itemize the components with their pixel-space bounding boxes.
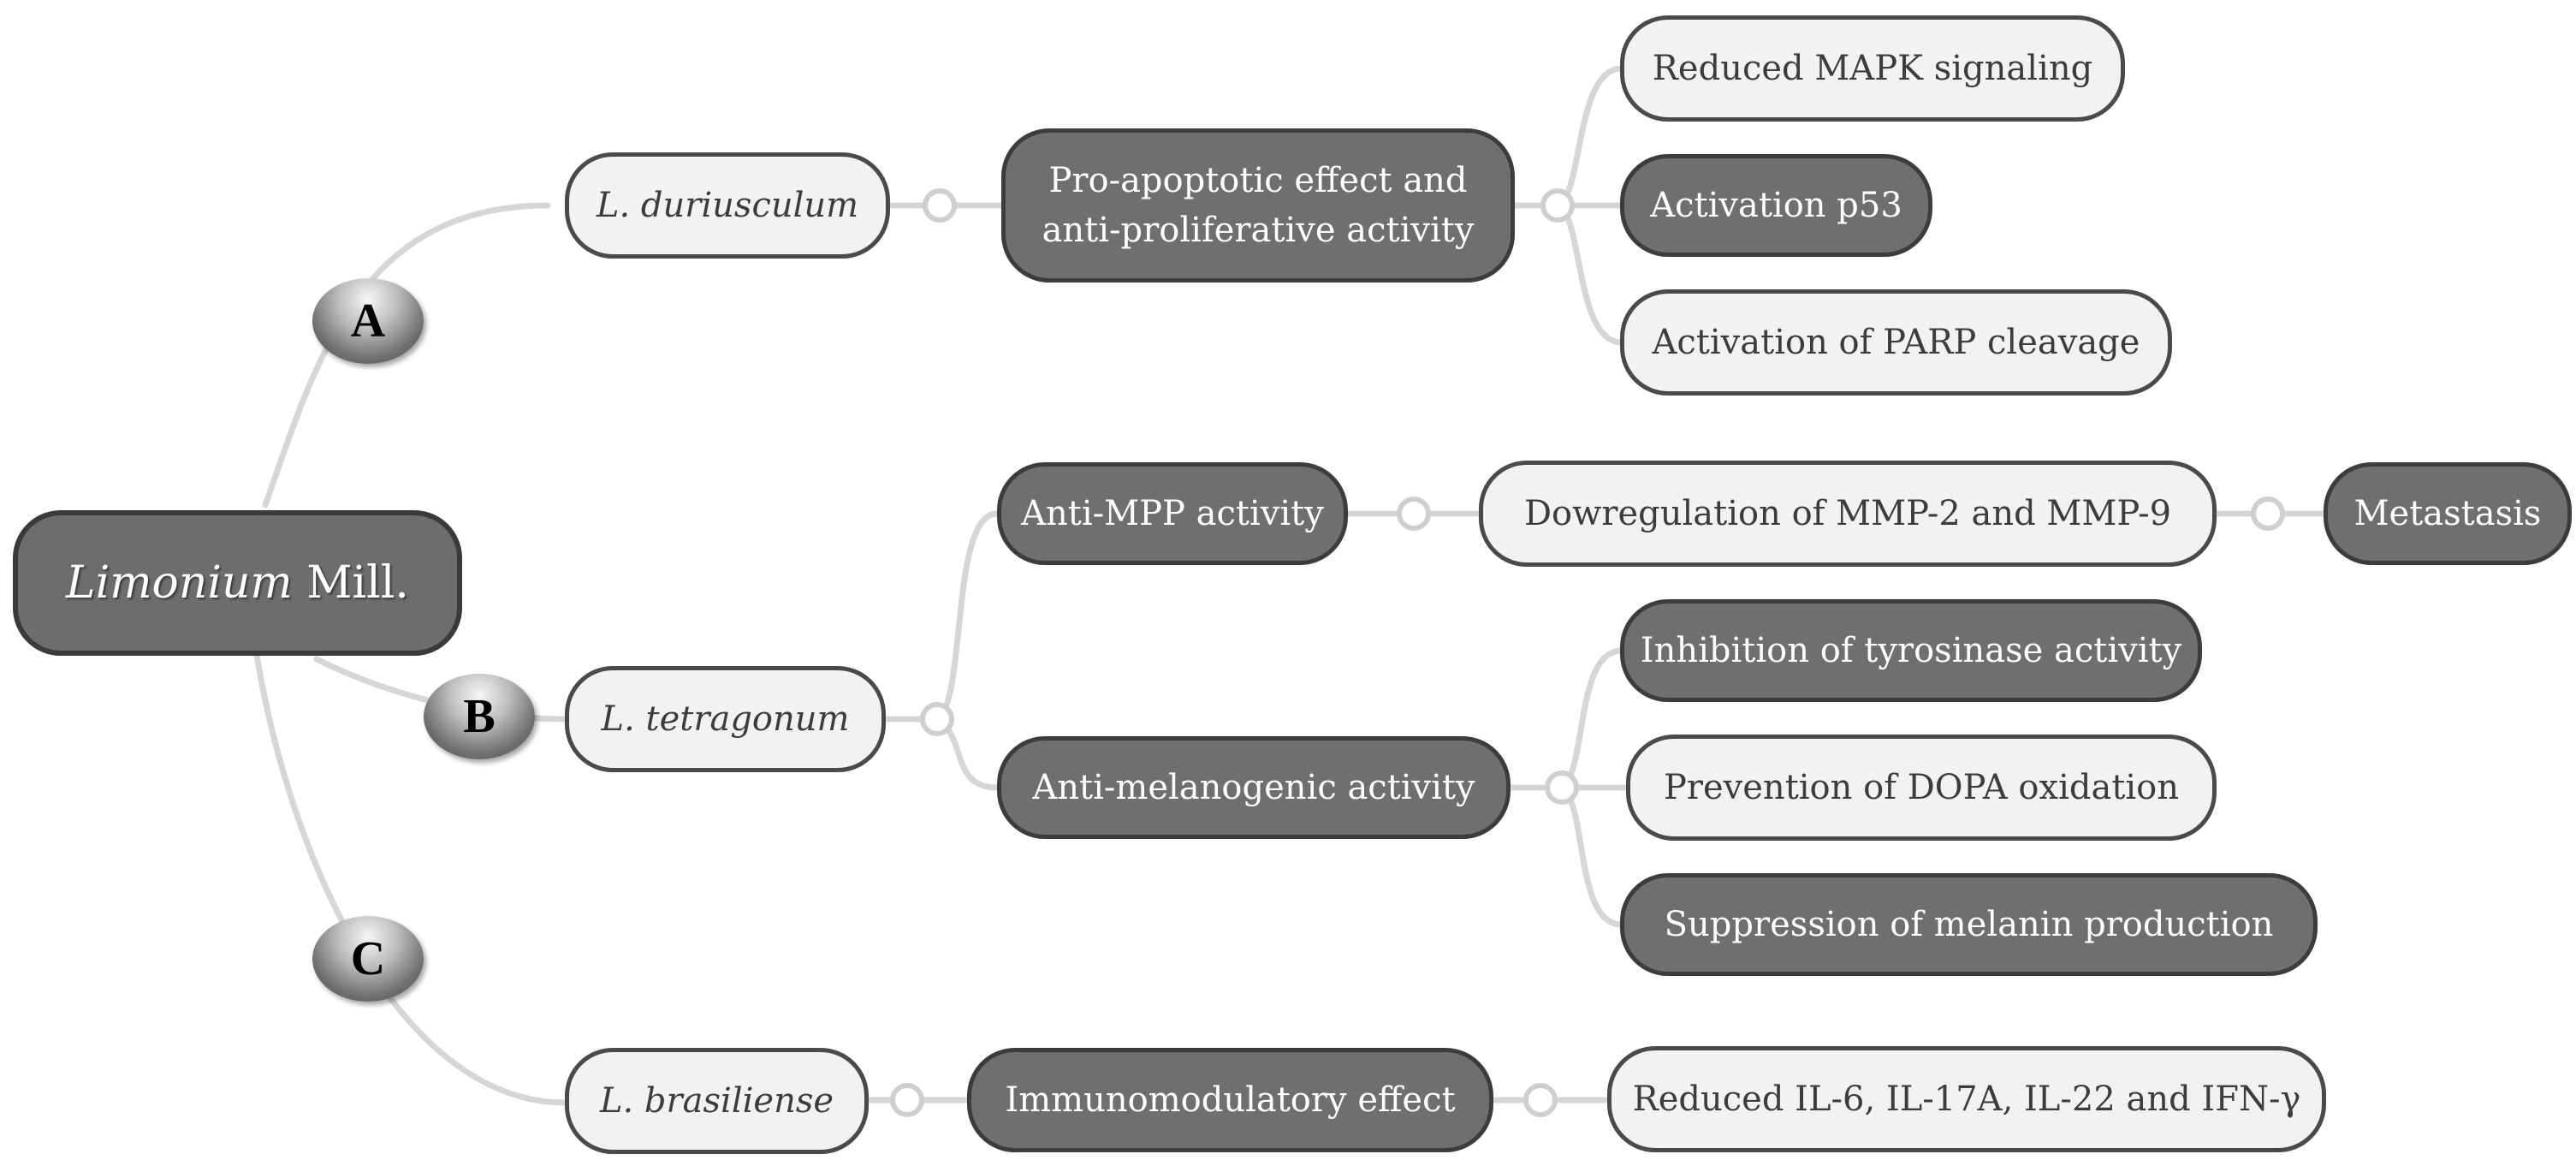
connector-node-c2 bbox=[1523, 1083, 1558, 1117]
species-a-node: L. duriusculum bbox=[565, 152, 890, 259]
outcome-prevention-dopa: Prevention of DOPA oxidation bbox=[1626, 735, 2217, 841]
connector-node-b1 bbox=[920, 702, 954, 736]
root-genus: Limonium bbox=[66, 557, 293, 609]
root-suffix: Mill. bbox=[306, 557, 409, 609]
connector-node-b3 bbox=[2251, 497, 2285, 531]
connector-node-c1 bbox=[890, 1083, 924, 1117]
badge-a: A bbox=[312, 278, 424, 364]
effect-a-node: Pro-apoptotic effect and anti-proliferat… bbox=[1001, 128, 1515, 283]
connector-node-a2 bbox=[1540, 188, 1575, 223]
connector-node-b4 bbox=[1545, 770, 1579, 805]
outcome-activation-p53: Activation p53 bbox=[1620, 154, 1932, 257]
outcome-activation-parp: Activation of PARP cleavage bbox=[1620, 289, 2172, 396]
outcome-reduced-il: Reduced IL-6, IL-17A, IL-22 and IFN-γ bbox=[1607, 1046, 2326, 1152]
outcome-suppression-melanin: Suppression of melanin production bbox=[1620, 873, 2318, 976]
effect-c-immunomodulatory: Immunomodulatory effect bbox=[967, 1048, 1493, 1152]
effect-b-anti-mpp: Anti-MPP activity bbox=[997, 462, 1348, 565]
badge-c: C bbox=[312, 916, 424, 1002]
connector-node-b2 bbox=[1397, 497, 1431, 531]
effect-b-anti-melanogenic: Anti-melanogenic activity bbox=[997, 736, 1511, 839]
connector-node-a1 bbox=[923, 188, 957, 223]
outcome-reduced-mapk: Reduced MAPK signaling bbox=[1620, 15, 2125, 122]
connector-b-split-antimpp bbox=[934, 510, 1000, 723]
effect-a-line1: Pro-apoptotic effect and bbox=[1048, 161, 1468, 200]
connector-a-outcome-mapk bbox=[1554, 65, 1625, 209]
species-b-node: L. tetragonum bbox=[565, 666, 886, 772]
outcome-dowregulation-mmp: Dowregulation of MMP-2 and MMP-9 bbox=[1479, 461, 2217, 567]
root-node: Limonium Mill. bbox=[13, 510, 462, 656]
effect-a-line2: anti-proliferative activity bbox=[1042, 211, 1475, 250]
connector-a-outcome-parp bbox=[1554, 202, 1625, 346]
badge-b: B bbox=[424, 674, 535, 759]
connector-b-outcome-melanin bbox=[1558, 784, 1625, 928]
outcome-metastasis: Metastasis bbox=[2324, 462, 2572, 565]
species-c-node: L. brasiliense bbox=[565, 1048, 869, 1154]
outcome-inhibition-tyrosinase: Inhibition of tyrosinase activity bbox=[1620, 599, 2202, 702]
connector-root-a bbox=[262, 202, 551, 509]
connector-b-outcome-tyrosinase bbox=[1558, 647, 1625, 791]
